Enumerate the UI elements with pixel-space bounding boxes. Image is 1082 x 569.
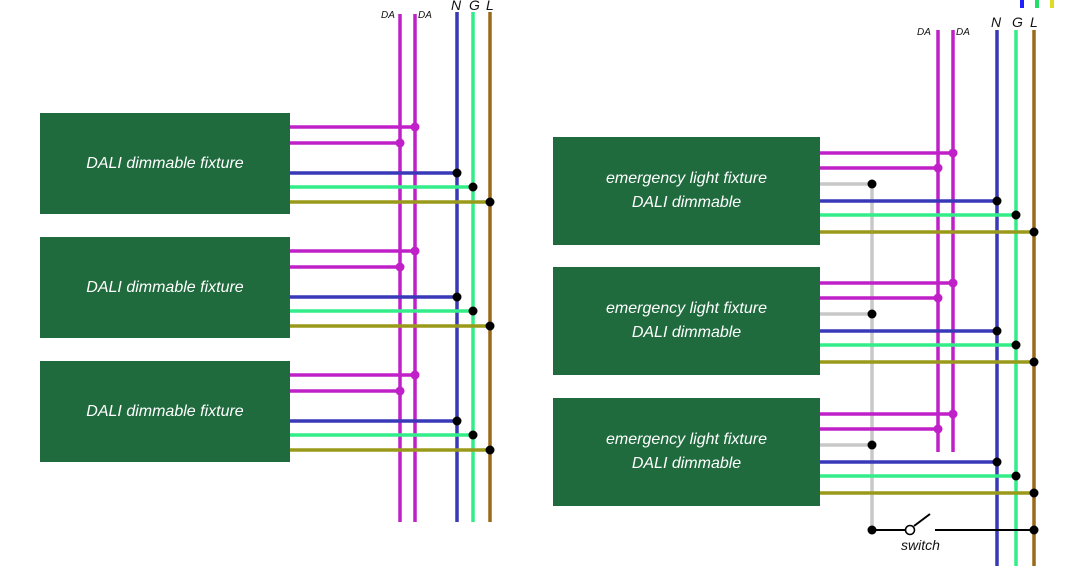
fixture-label: DALI dimmable fixture: [86, 278, 244, 296]
bus-label-da: DA: [418, 10, 432, 21]
junction-dot: [468, 182, 478, 192]
junction-dot: [452, 416, 462, 426]
junction-dot: [485, 445, 495, 455]
fixture-label-line1: emergency light fixture: [606, 431, 767, 448]
junction-dot: [867, 179, 877, 189]
dali-junction-dot: [410, 246, 420, 256]
dali-junction-dot: [410, 370, 420, 380]
fixture-left-1: DALI dimmable fixture: [40, 113, 290, 214]
fixture-left-2: DALI dimmable fixture: [40, 237, 290, 338]
junction-dot: [1011, 340, 1021, 350]
bus-label-da: DA: [956, 27, 970, 38]
emergency-fixture-2: emergency light fixture DALI dimmable: [553, 267, 820, 375]
junction-dot: [1029, 525, 1039, 535]
dali-junction-dot: [395, 262, 405, 272]
junction-dot: [452, 292, 462, 302]
fixture-label-line2: DALI dimmable: [631, 455, 742, 472]
bus-label-ground: G: [1012, 14, 1023, 30]
junction-dot: [992, 457, 1002, 467]
junction-dot: [1029, 488, 1039, 498]
junction-dot: [992, 326, 1002, 336]
dali-junction-dot: [395, 386, 405, 396]
dali-junction-dot: [948, 409, 958, 419]
junction-dot: [992, 196, 1002, 206]
junction-dot: [485, 197, 495, 207]
emergency-fixture-1: emergency light fixture DALI dimmable: [553, 137, 820, 245]
corner-marker: [1020, 0, 1024, 8]
dali-junction-dot: [948, 278, 958, 288]
corner-marker: [1050, 0, 1054, 8]
dali-junction-dot: [395, 138, 405, 148]
junction-dot: [485, 321, 495, 331]
switch-lever: [913, 513, 931, 527]
fixture-label-line1: emergency light fixture: [606, 170, 767, 187]
dali-junction-dot: [933, 293, 943, 303]
dali-junction-dot: [948, 148, 958, 158]
switch-contact: [904, 524, 916, 536]
bus-label-neutral: N: [451, 0, 462, 13]
bus-label-da: DA: [917, 27, 931, 38]
bus-label-live: L: [1030, 14, 1038, 30]
bus-label-ground: G: [469, 0, 480, 13]
junction-dot: [1011, 471, 1021, 481]
bus-label-neutral: N: [991, 14, 1002, 30]
bus-label-da: DA: [381, 10, 395, 21]
junction-dot: [867, 440, 877, 450]
dali-junction-dot: [933, 424, 943, 434]
junction-dot: [1029, 227, 1039, 237]
fixture-label: DALI dimmable fixture: [86, 154, 244, 172]
fixture-left-3: DALI dimmable fixture: [40, 361, 290, 462]
fixture-label-line1: emergency light fixture: [606, 300, 767, 317]
junction-dot: [1011, 210, 1021, 220]
switch-label: switch: [901, 537, 940, 553]
corner-marker: [1035, 0, 1039, 8]
dali-junction-dot: [410, 122, 420, 132]
fixture-label: DALI dimmable fixture: [86, 402, 244, 420]
junction-dot: [1029, 357, 1039, 367]
bus-label-live: L: [486, 0, 494, 13]
junction-dot: [468, 430, 478, 440]
fixture-label-line2: DALI dimmable: [631, 324, 742, 341]
junction-dot: [867, 525, 877, 535]
junction-dot: [867, 309, 877, 319]
emergency-fixture-3: emergency light fixture DALI dimmable: [553, 398, 820, 506]
junction-dot: [468, 306, 478, 316]
junction-dot: [452, 168, 462, 178]
dali-junction-dot: [933, 163, 943, 173]
fixture-label-line2: DALI dimmable: [631, 194, 742, 211]
